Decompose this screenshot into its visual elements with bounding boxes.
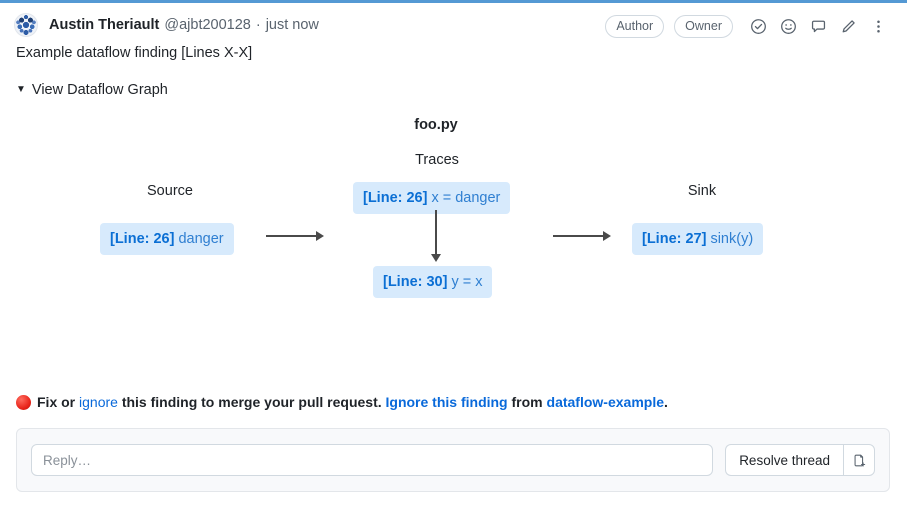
source-column-label: Source (147, 183, 193, 199)
add-file-icon[interactable] (843, 444, 875, 476)
source-node-code: danger (178, 231, 224, 247)
meta-separator: · (255, 17, 261, 33)
status-text-1: Fix or (37, 394, 80, 410)
timestamp: just now (265, 17, 319, 33)
smiley-icon[interactable] (773, 14, 803, 38)
status-text-3: from (507, 394, 547, 410)
author-name[interactable]: Austin Theriault (49, 17, 160, 33)
owner-badge: Owner (674, 14, 733, 38)
composer-actions: Resolve thread (725, 444, 875, 476)
view-dataflow-graph-label: View Dataflow Graph (31, 82, 168, 98)
top-accent-border (0, 0, 907, 3)
source-node-lineno: [Line: 26] (110, 231, 175, 247)
trace-node-2[interactable]: [Line: 30]y = x (373, 266, 493, 298)
comment-header: Austin Theriault @ajbt200128 · just now (14, 10, 893, 40)
comment-body-text: Example dataflow finding [Lines X-X] (16, 45, 253, 61)
trace-node-1[interactable]: [Line: 26]x = danger (353, 182, 511, 214)
trace-node-1-lineno: [Line: 26] (363, 190, 428, 206)
ignore-link[interactable]: ignore (79, 394, 118, 410)
trace-node-2-lineno: [Line: 30] (383, 274, 448, 290)
arrow-traces-to-sink (553, 230, 611, 242)
comment-icon[interactable] (803, 14, 833, 38)
view-dataflow-graph-toggle[interactable]: ▼ View Dataflow Graph (16, 81, 168, 99)
sink-node-lineno: [Line: 27] (642, 231, 707, 247)
sink-node-code: sink(y) (710, 231, 754, 247)
reply-composer: Resolve thread (16, 428, 890, 492)
ignore-this-finding-link[interactable]: Ignore this finding (385, 394, 508, 410)
trace-node-1-code: x = danger (431, 190, 501, 206)
source-node[interactable]: [Line: 26]danger (100, 223, 234, 255)
header-actions: Author Owner (605, 14, 893, 38)
status-text-4: . (664, 394, 668, 410)
dataflow-graph: foo.py Source [Line: 26]danger Traces [L… (0, 105, 907, 370)
author-badge: Author (605, 14, 665, 38)
red-status-dot-icon (16, 394, 31, 410)
trace-node-2-code: y = x (451, 274, 483, 290)
reply-input[interactable] (31, 444, 714, 476)
check-circle-icon[interactable] (743, 14, 773, 38)
chevron-down-icon: ▼ (16, 84, 26, 95)
author-handle[interactable]: @ajbt200128 (164, 17, 251, 33)
finding-status-line: Fix or ignore this finding to merge your… (16, 392, 668, 412)
avatar[interactable] (14, 13, 38, 37)
graph-file-title: foo.py (414, 117, 458, 133)
kebab-menu-icon[interactable] (863, 14, 893, 38)
arrow-source-to-traces (266, 230, 324, 242)
resolve-thread-button[interactable]: Resolve thread (725, 444, 843, 476)
rule-link[interactable]: dataflow-example (546, 394, 664, 410)
pencil-icon[interactable] (833, 14, 863, 38)
status-text-2: this finding to merge your pull request. (117, 394, 386, 410)
sink-column-label: Sink (687, 183, 717, 199)
arrow-trace-1-to-trace-2 (430, 210, 442, 262)
sink-node[interactable]: [Line: 27]sink(y) (632, 223, 764, 255)
traces-column-label: Traces (415, 152, 459, 168)
